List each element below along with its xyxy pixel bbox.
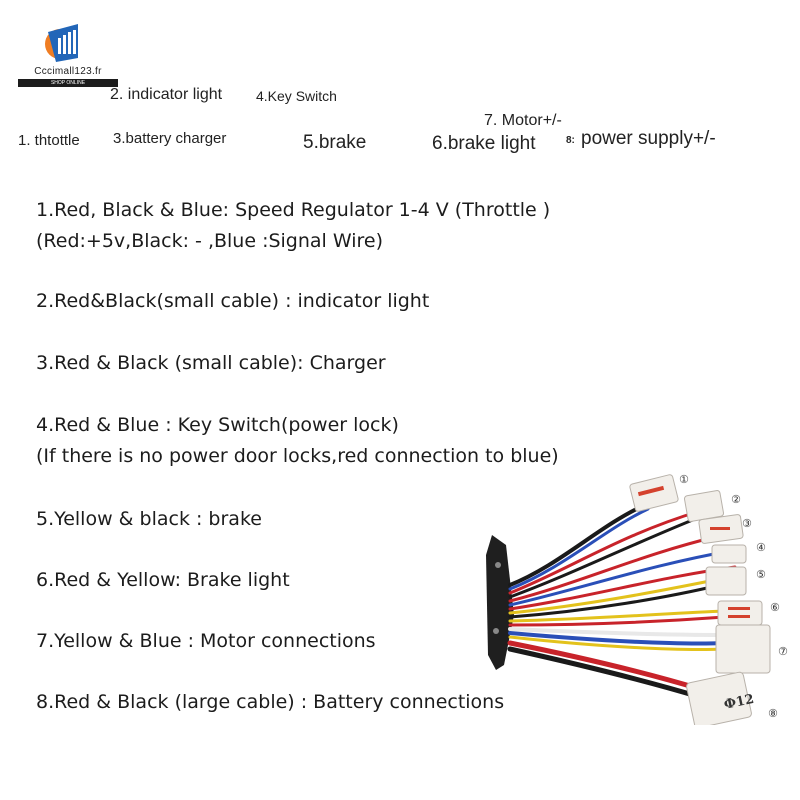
connector-number-7: ⑦	[778, 645, 788, 658]
connector-number-6: ⑥	[770, 601, 780, 614]
wire-black-1	[508, 503, 647, 587]
desc-key-switch: 4.Red & Blue : Key Switch(power lock)	[36, 414, 399, 436]
wire-red-1	[508, 509, 702, 595]
wire-blue-1	[508, 507, 650, 591]
wire-yellow-1	[508, 577, 722, 615]
desc-throttle-detail: (Red:+5v,Black: - ,Blue :Signal Wire)	[36, 230, 384, 252]
wire-blue-2	[508, 549, 732, 607]
logo-icon	[45, 24, 78, 62]
desc-brake-light: 6.Red & Yellow: Brake light	[36, 569, 290, 591]
wire-black-2	[508, 515, 702, 599]
label-key-switch: 4.Key Switch	[256, 88, 337, 104]
wire-red-5	[507, 640, 703, 692]
label-battery-charger: 3.battery charger	[113, 130, 227, 147]
desc-brake: 5.Yellow & black : brake	[36, 508, 262, 530]
connector-number-8: ⑧	[768, 707, 778, 720]
connector-8	[686, 671, 752, 725]
wire-black-3	[508, 583, 722, 619]
connector-number-3: ③	[742, 517, 752, 530]
wire-red-4	[508, 615, 727, 627]
plug-text: Ф12	[723, 692, 756, 713]
label-power-supply-number: 8:	[566, 135, 575, 146]
label-brake: 5.brake	[303, 132, 367, 153]
connector-7	[715, 624, 771, 674]
desc-charger: 3.Red & Black (small cable): Charger	[36, 352, 386, 374]
logo-text: Cccimall123.fr	[34, 66, 102, 77]
connector-number-5: ⑤	[756, 568, 766, 581]
connector-1	[629, 474, 679, 512]
wire-blue-3	[508, 631, 727, 646]
connector-4	[711, 544, 747, 564]
label-brake-light: 6.brake light	[432, 133, 536, 154]
desc-motor: 7.Yellow & Blue : Motor connections	[36, 630, 376, 652]
connector-5	[705, 566, 747, 596]
desc-key-switch-note: (If there is no power door locks,red con…	[36, 445, 559, 467]
brand-logo: Cccimall123.fr SHOP ONLINE	[18, 22, 118, 88]
connector-number-4: ④	[756, 541, 766, 554]
desc-throttle: 1.Red, Black & Blue: Speed Regulator 1-4…	[36, 199, 551, 221]
wire-yellow-3	[508, 635, 727, 651]
desc-battery: 8.Red & Black (large cable) : Battery co…	[36, 691, 505, 713]
mounting-plate	[486, 535, 514, 670]
wire-red-2	[508, 535, 717, 603]
label-throttle: 1. thtottle	[18, 132, 80, 149]
connector-number-1: ①	[679, 473, 689, 486]
connector-6	[717, 600, 763, 626]
desc-indicator-light: 2.Red&Black(small cable) : indicator lig…	[36, 290, 430, 312]
label-motor: 7. Motor+/-	[484, 112, 562, 129]
label-indicator-light: 2. indicator light	[110, 86, 223, 103]
wire-harness-photo: Ф12 ① ② ③ ④ ⑤ ⑥ ⑦ ⑧	[486, 473, 788, 725]
wire-white-1	[508, 627, 727, 637]
label-power-supply: power supply+/-	[581, 128, 716, 149]
wire-black-4	[507, 646, 703, 700]
logo-tagline: SHOP ONLINE	[18, 79, 118, 87]
connector-number-2: ②	[731, 493, 741, 506]
wire-yellow-2	[508, 609, 727, 623]
